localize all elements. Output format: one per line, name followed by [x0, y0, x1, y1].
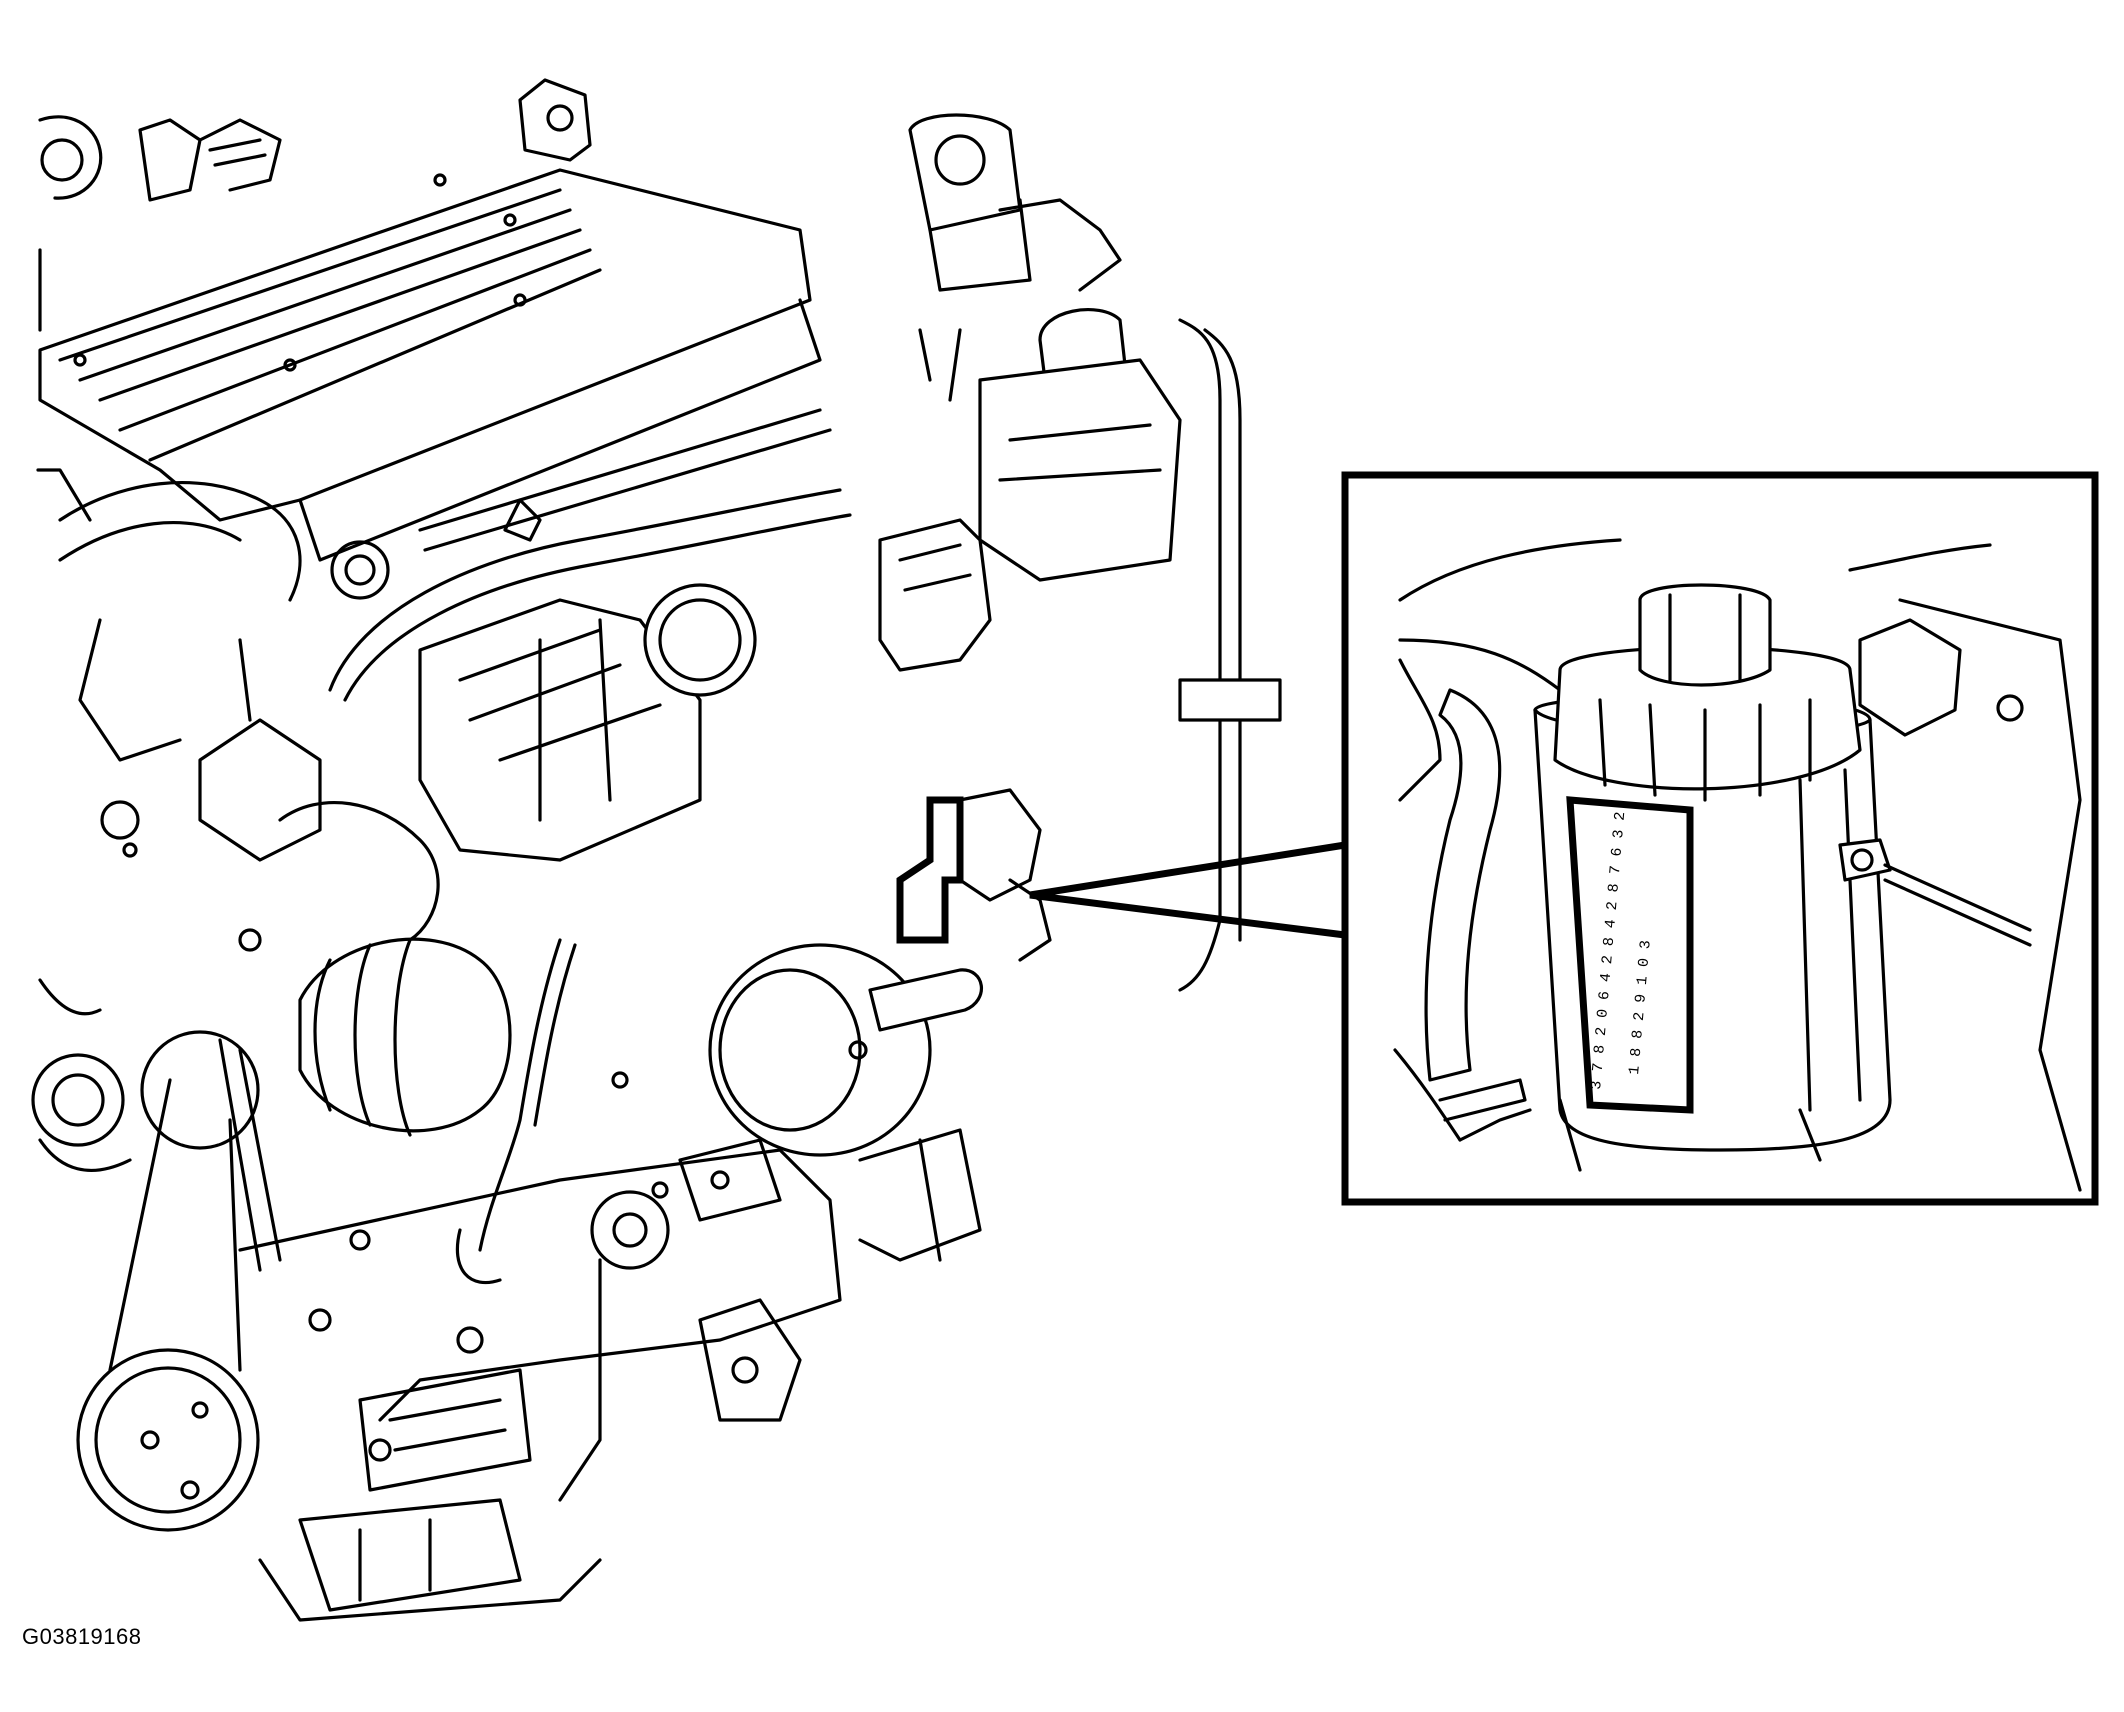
callout-leader	[1029, 840, 1349, 939]
inset-nut	[1858, 618, 1962, 737]
figure-code: G03819168	[22, 1624, 142, 1649]
oil-filter-label	[1566, 796, 1694, 1114]
engine-assembly	[31, 78, 1282, 1622]
oil-filter-cap	[1553, 645, 1862, 791]
oil-filter-highlight	[896, 796, 964, 944]
inset-detail: 3 7 8 2 0 6 4 2 8 4 2 8 7 6 3 2 1 8 8 2 …	[1341, 471, 2099, 1206]
crank-pulley-small	[31, 1053, 125, 1147]
intake-hose	[298, 937, 512, 1133]
inset-hose	[1424, 688, 1502, 1082]
oil-filter-cap-hex	[1638, 583, 1772, 687]
crankshaft-pulley	[76, 1348, 260, 1532]
oil-filler-cap	[908, 113, 1022, 232]
coolant-outlet-pipe	[868, 968, 983, 1032]
